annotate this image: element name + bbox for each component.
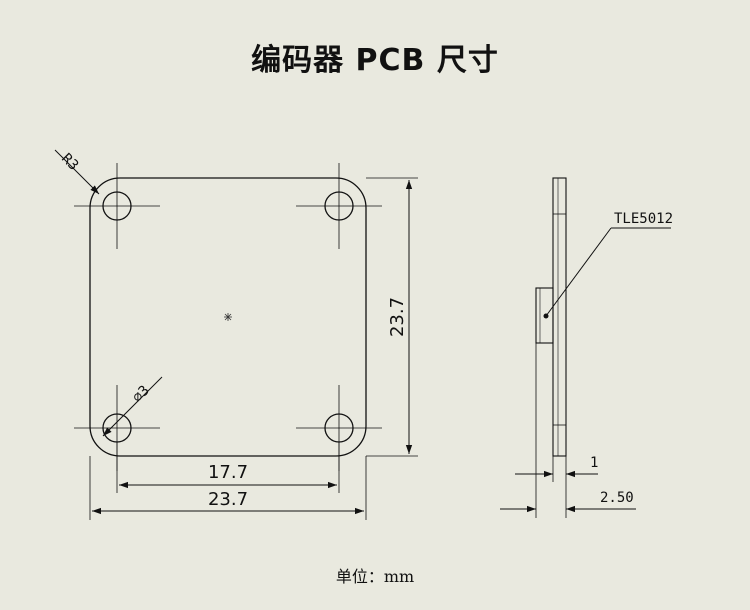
width-dimension-label: 23.7 — [208, 489, 248, 510]
unit-label: 单位：mm — [335, 567, 415, 586]
diagram-title: 编码器 PCB 尺寸 — [251, 43, 499, 78]
pcb-outline — [89, 177, 367, 457]
sensor-chip-side — [535, 287, 554, 344]
hole-diameter-label: ∅3 — [130, 383, 153, 406]
pcb-side-view — [552, 177, 567, 457]
total-thickness-dimension: 2.50 — [500, 343, 636, 518]
corner-radius-callout: R3 — [54, 149, 100, 195]
copper-thickness-label: 1 — [590, 455, 598, 471]
hole-spacing-dimension: 17.7 — [116, 442, 340, 493]
center-mark — [224, 313, 232, 321]
component-label: TLE5012 — [614, 211, 673, 227]
height-dimension-label: 23.7 — [387, 297, 408, 337]
height-dimension: 23.7 — [366, 177, 418, 457]
hole-spacing-label: 17.7 — [208, 462, 248, 483]
component-callout: TLE5012 — [543, 211, 673, 319]
copper-thickness-dimension: 1 — [515, 455, 598, 482]
mounting-hole-top-right — [296, 163, 382, 249]
hole-diameter-callout: ∅3 — [102, 376, 163, 437]
corner-radius-label: R3 — [58, 151, 81, 174]
mounting-hole-top-left — [74, 163, 160, 249]
width-dimension: 23.7 — [89, 456, 367, 520]
total-thickness-label: 2.50 — [600, 490, 634, 506]
